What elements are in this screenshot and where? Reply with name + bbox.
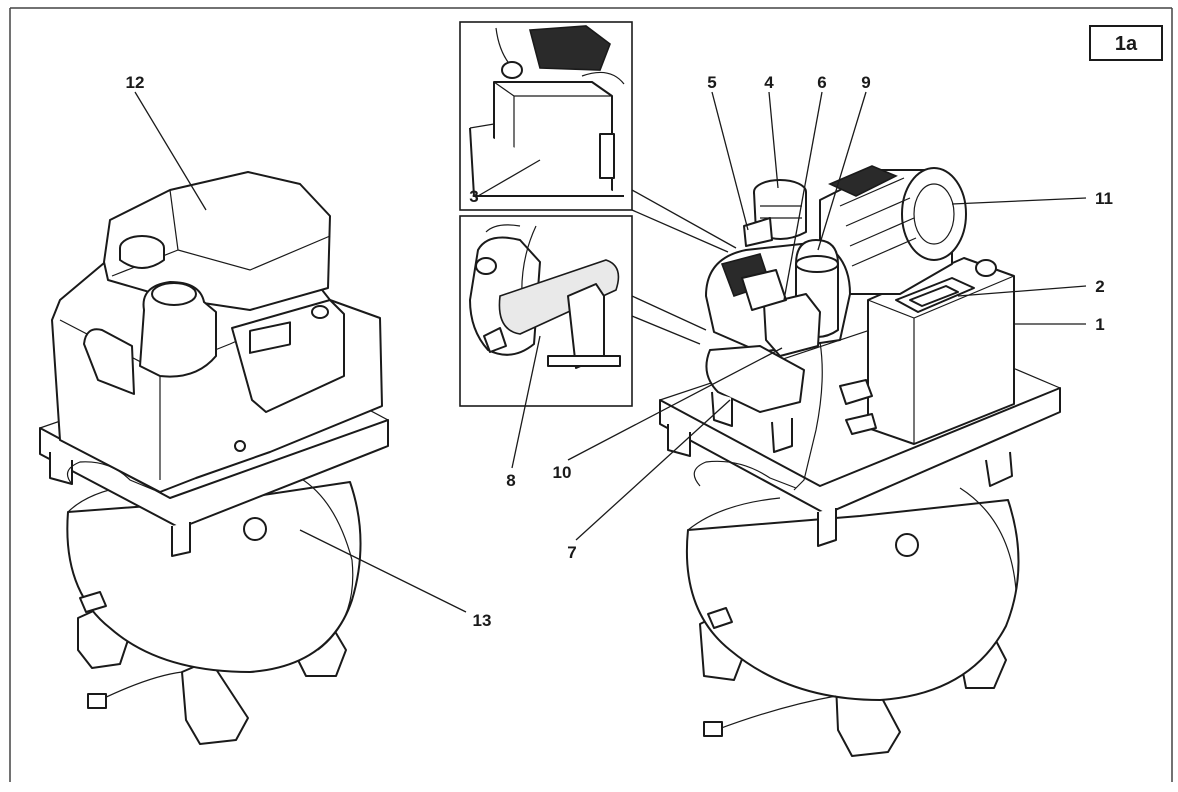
- callout-7: 7: [567, 543, 576, 562]
- compressor-with-cover-illustration: [39, 171, 389, 745]
- inset-detail-top: [459, 21, 633, 211]
- callout-13: 13: [473, 611, 492, 630]
- figure-frame: [9, 7, 1173, 782]
- callout-4: 4: [764, 73, 774, 92]
- callout-6: 6: [817, 73, 826, 92]
- callout-1: 1: [1095, 315, 1104, 334]
- inset-detail-bottom: [459, 215, 633, 407]
- callout-10: 10: [553, 463, 572, 482]
- figure-id-badge: 1a: [1089, 25, 1163, 61]
- callout-8: 8: [506, 471, 515, 490]
- leader-lines: [134, 91, 1087, 613]
- callout-labels: 12 3 5 4 6 9 11 2 1 8 10 7 13: [126, 73, 1113, 630]
- callout-2: 2: [1095, 277, 1104, 296]
- callout-9: 9: [861, 73, 870, 92]
- callout-5: 5: [707, 73, 716, 92]
- callout-3: 3: [469, 187, 478, 206]
- compressor-exposed-illustration: [659, 165, 1061, 757]
- callout-11: 11: [1095, 189, 1113, 208]
- figure-id-label: 1a: [1115, 33, 1138, 55]
- callout-12: 12: [126, 73, 145, 92]
